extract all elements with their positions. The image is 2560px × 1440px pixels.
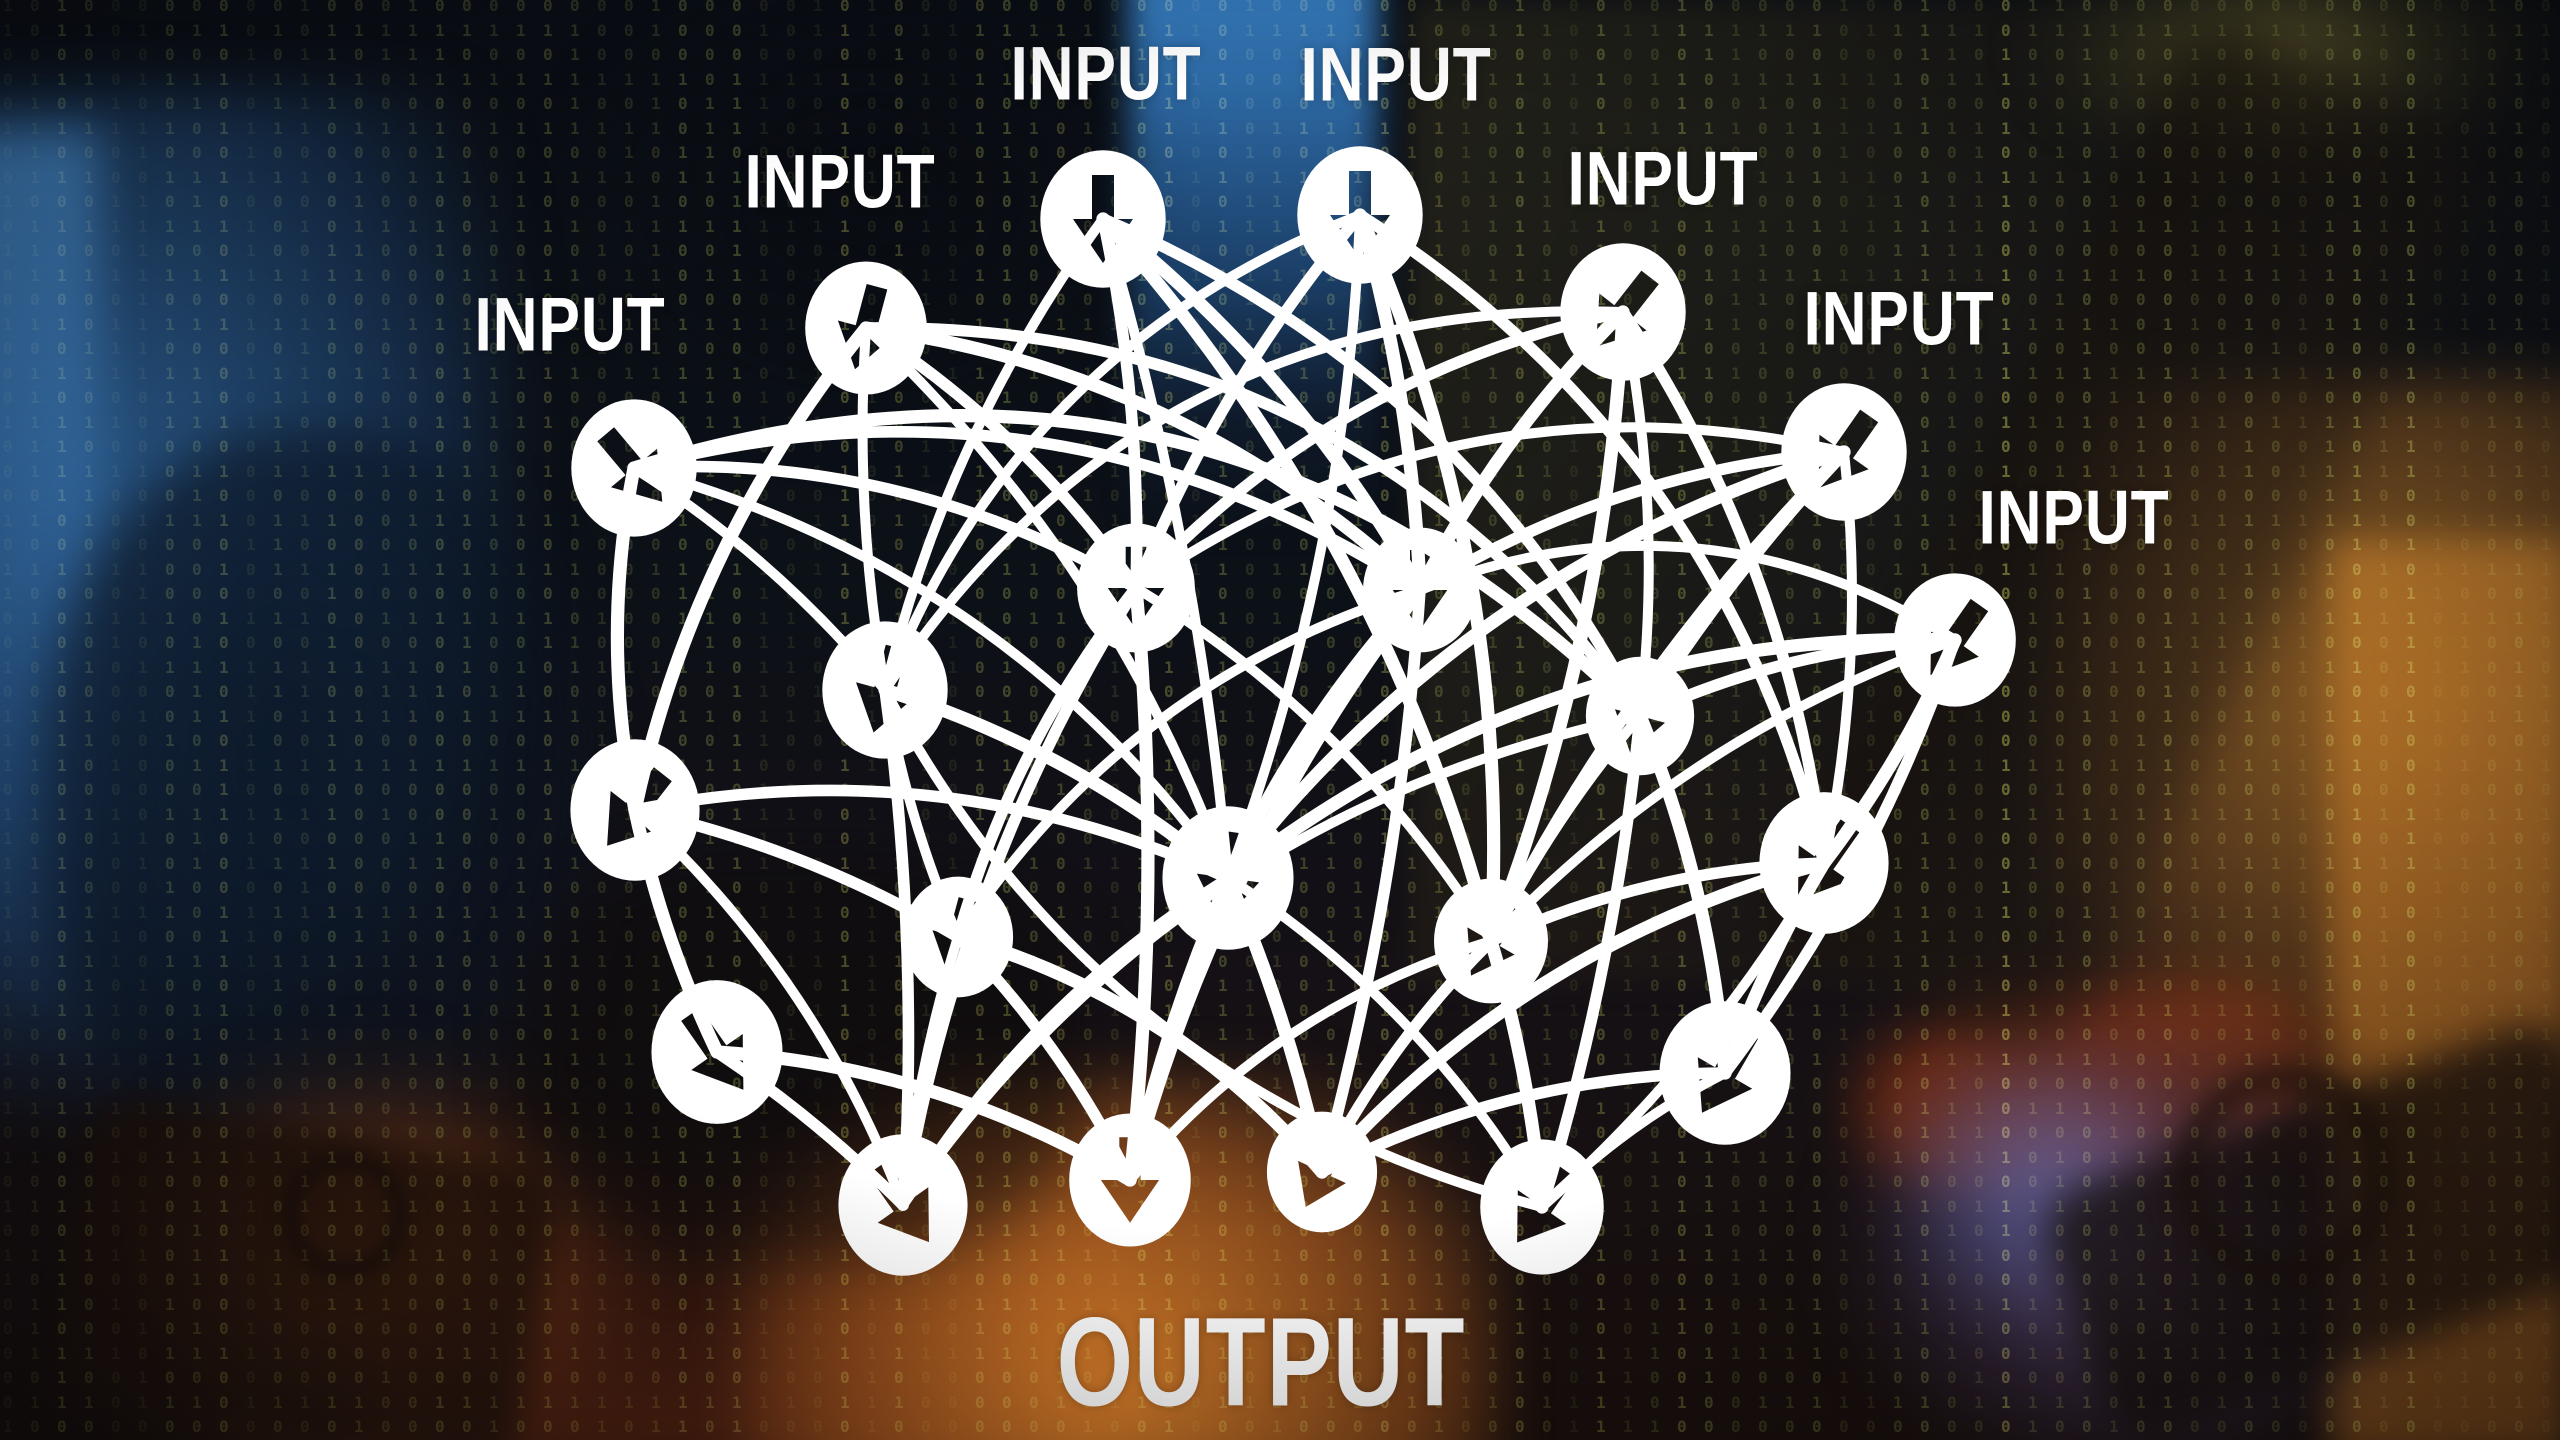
input-label: INPUT: [1567, 136, 1759, 222]
output-label: OUTPUT: [1056, 1291, 1466, 1433]
input-label: INPUT: [744, 139, 936, 225]
input-label: INPUT: [1978, 475, 2170, 561]
input-label: INPUT: [1300, 32, 1492, 118]
input-label: INPUT: [1010, 31, 1202, 117]
input-label: INPUT: [1803, 276, 1995, 362]
input-label: INPUT: [474, 282, 666, 368]
